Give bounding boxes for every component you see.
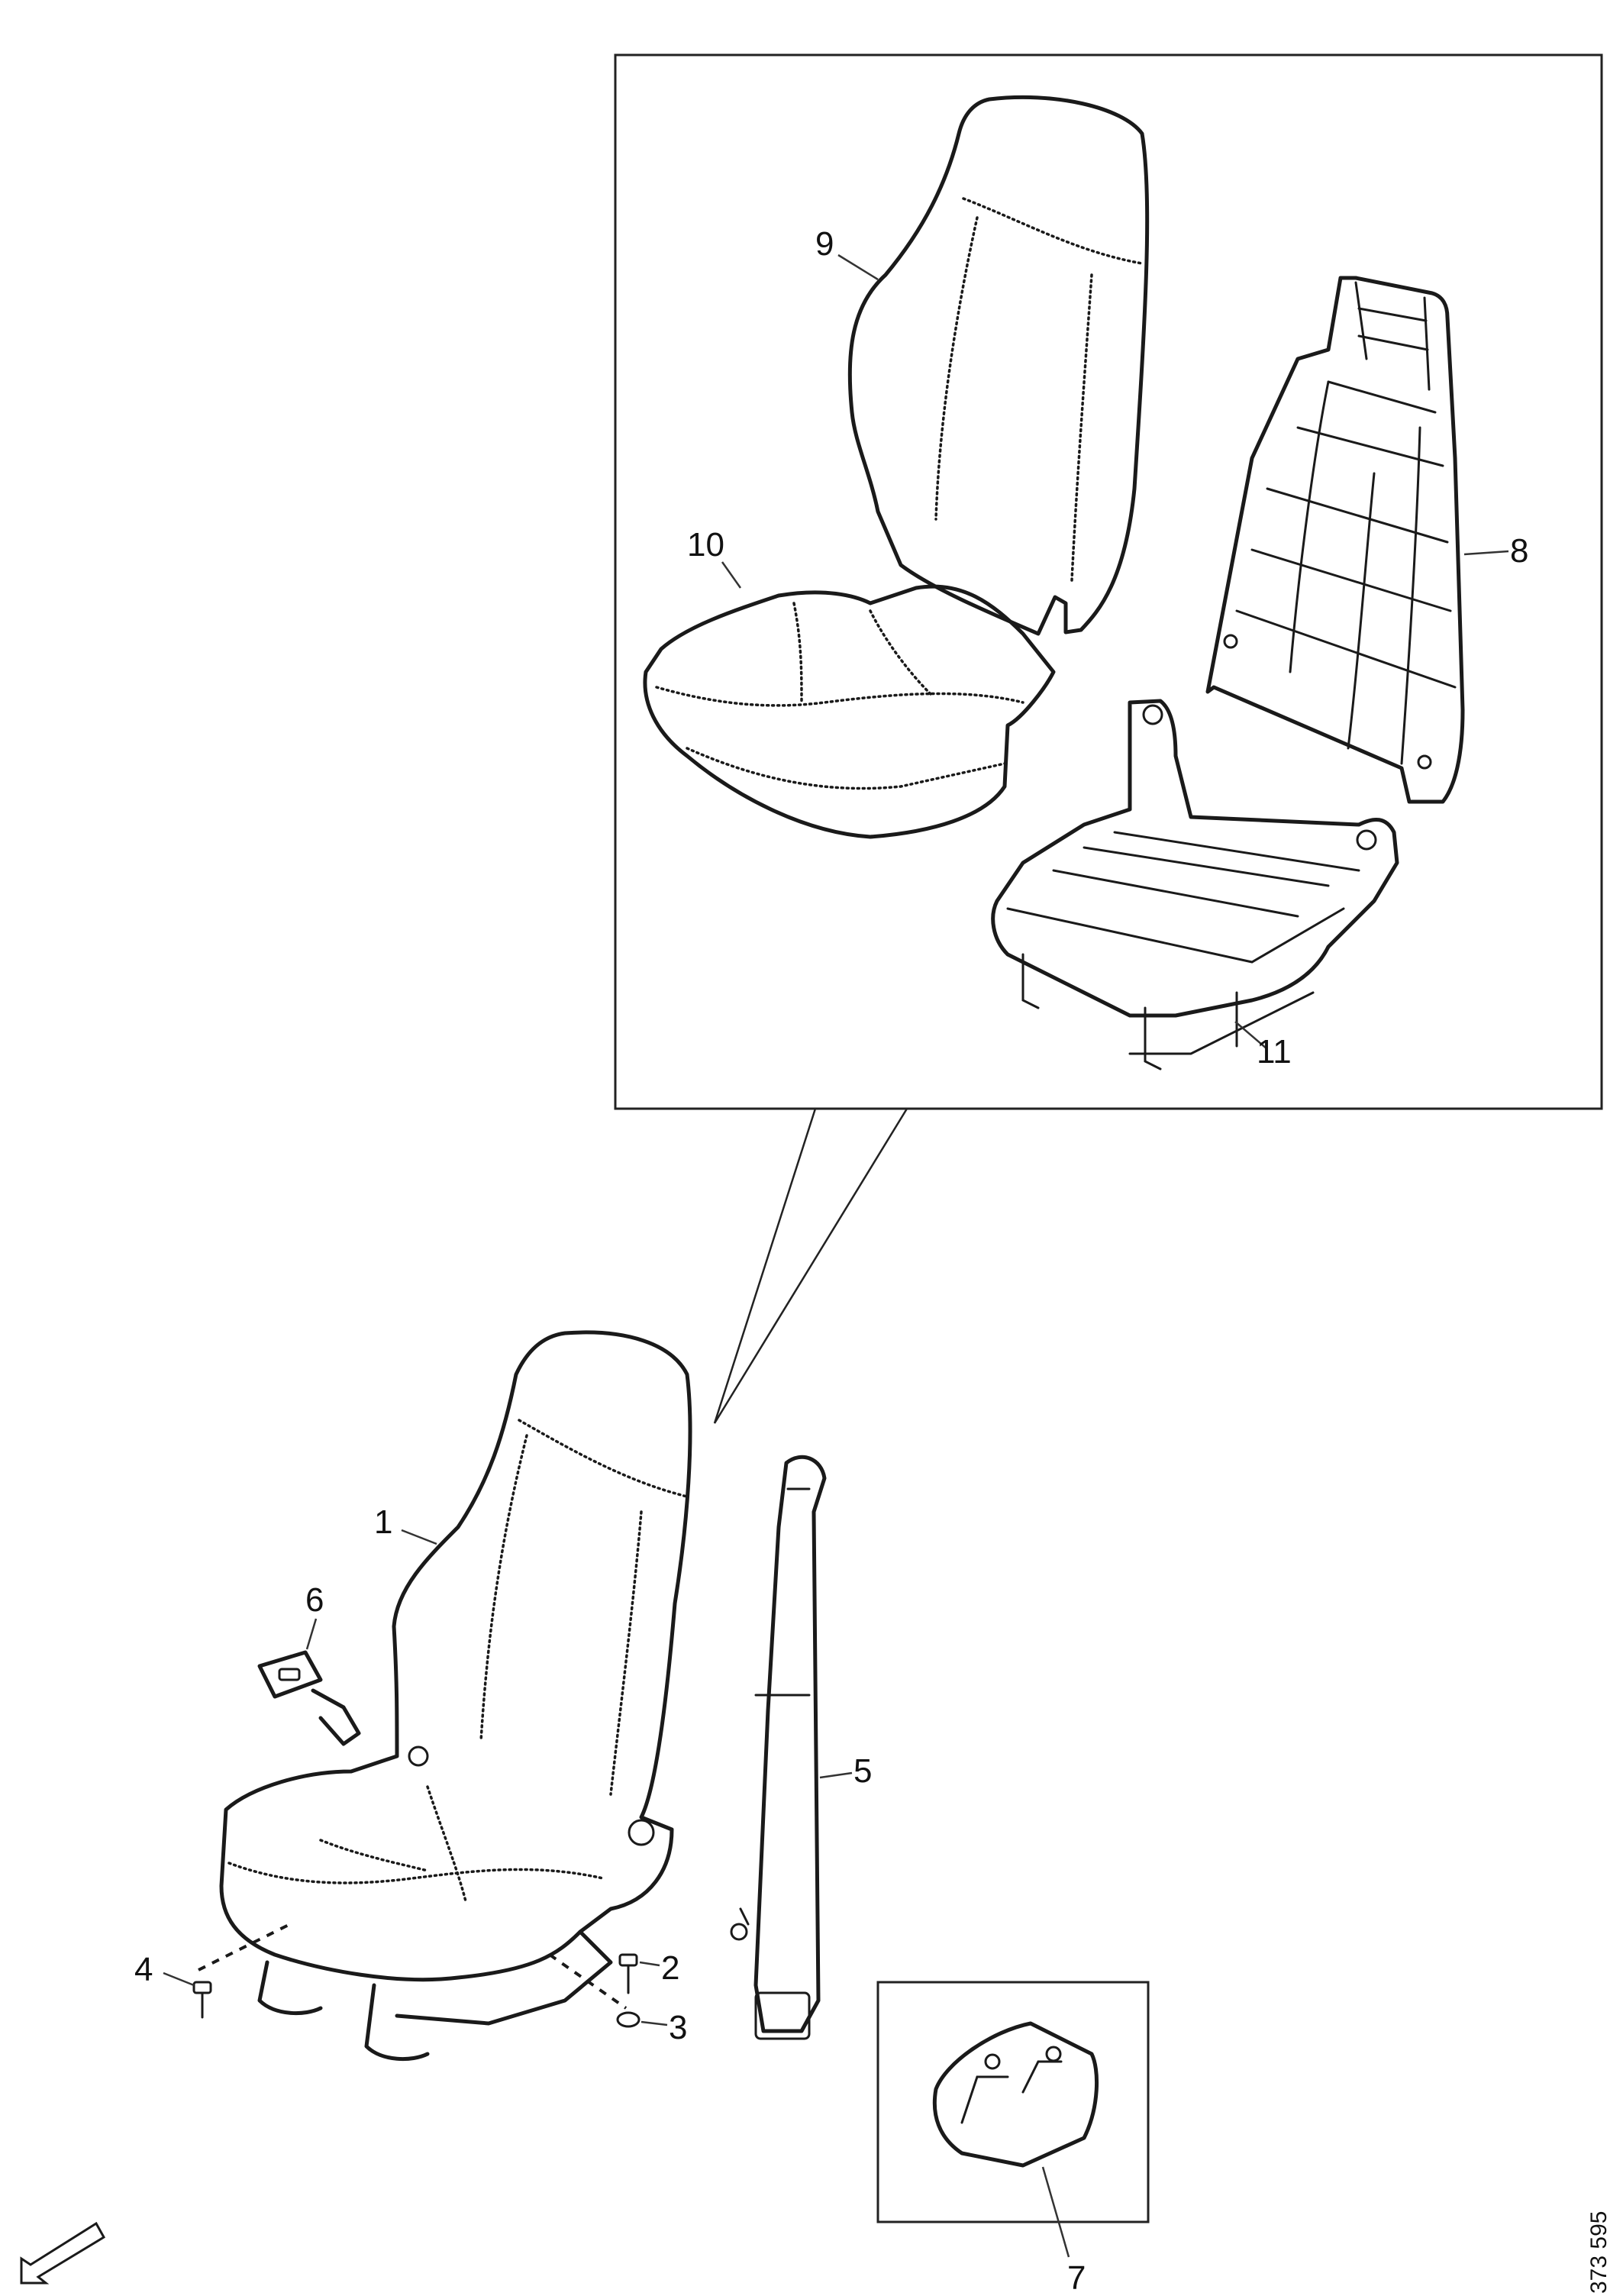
callout-6: 6 xyxy=(305,1581,324,1619)
direction-arrow-icon xyxy=(20,2221,106,2285)
detail-inset xyxy=(614,53,1603,1424)
bolt-icon xyxy=(192,1981,212,2019)
leader-lines xyxy=(163,253,1509,2258)
washer-icon xyxy=(616,2011,640,2028)
seat-base-frame-icon xyxy=(991,699,1399,1070)
belt-buckle-icon xyxy=(257,1650,361,1746)
seat-cushion-icon xyxy=(643,584,1056,839)
backrest-frame-icon xyxy=(1205,276,1465,804)
backrest-cushion-icon xyxy=(847,95,1150,636)
callout-11: 11 xyxy=(1257,1033,1292,1070)
callout-7: 7 xyxy=(1067,2259,1086,2296)
seat-belt-icon xyxy=(730,1455,827,2040)
seat-assembly-icon xyxy=(198,1330,692,2062)
bolt-icon xyxy=(618,1953,638,1994)
callout-1: 1 xyxy=(374,1503,392,1541)
callout-2: 2 xyxy=(661,1949,679,1987)
mounting-bracket-icon xyxy=(876,1981,1150,2223)
document-number: 373 595 xyxy=(1586,2211,1612,2294)
callout-5: 5 xyxy=(853,1752,872,1790)
callout-10: 10 xyxy=(687,526,724,564)
callout-8: 8 xyxy=(1510,532,1528,570)
callout-3: 3 xyxy=(669,2009,687,2046)
callout-9: 9 xyxy=(815,225,834,263)
callout-4: 4 xyxy=(134,1951,153,1988)
